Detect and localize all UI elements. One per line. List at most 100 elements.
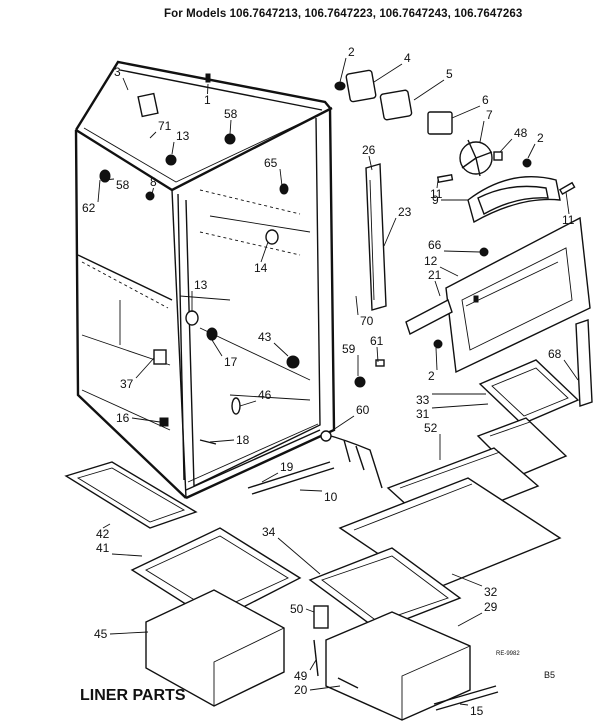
- callout-16: 16: [116, 411, 130, 425]
- callout-3: 3: [114, 65, 121, 79]
- callout-leader-16: [131, 417, 161, 423]
- callout-46: 46: [258, 388, 272, 402]
- callout-leader-4: [373, 63, 403, 83]
- callout-leader-37: [135, 357, 155, 379]
- drawers-and-pans: [64, 461, 499, 721]
- callout-8: 8: [150, 175, 157, 189]
- callout-leader-5: [413, 79, 445, 101]
- callout-leader-6: [451, 105, 481, 119]
- callout-71: 71: [158, 119, 172, 133]
- callout-leader-45: [109, 631, 149, 635]
- callout-leader-10: [299, 489, 323, 492]
- callout-66: 66: [428, 238, 442, 252]
- callout-42: 42: [96, 527, 110, 541]
- callout-leader-58: [103, 178, 115, 181]
- callout-leader-65: [279, 168, 283, 187]
- cabinet-liner: [74, 60, 336, 500]
- callout-leader-8: [151, 187, 154, 195]
- callout-2: 2: [348, 45, 355, 59]
- callout-60: 60: [356, 403, 370, 417]
- middle-parts: [247, 359, 580, 591]
- callout-23: 23: [398, 205, 412, 219]
- callout-leader-18: [209, 439, 235, 443]
- callout-13: 13: [176, 129, 190, 143]
- callout-leader-32: [451, 573, 483, 587]
- callout-leader-12: [439, 266, 459, 277]
- callout-2: 2: [428, 369, 435, 383]
- callout-59: 59: [342, 342, 356, 356]
- callout-43: 43: [258, 330, 272, 344]
- callout-34: 34: [262, 525, 276, 539]
- callout-leader-42: [102, 523, 111, 529]
- callout-18: 18: [236, 433, 250, 447]
- callout-leader-31: [431, 403, 489, 409]
- callout-leader-14: [260, 241, 269, 263]
- models-header: For Models 106.7647213, 106.7647223, 106…: [164, 8, 523, 20]
- callout-50: 50: [290, 602, 304, 616]
- callout-leader-19: [261, 472, 279, 483]
- callout-45: 45: [94, 627, 108, 641]
- callout-52: 52: [424, 421, 438, 435]
- callout-1: 1: [204, 93, 211, 107]
- callout-58: 58: [116, 178, 130, 192]
- callout-15: 15: [470, 704, 484, 718]
- callout-2: 2: [537, 131, 544, 145]
- callout-leader-7: [479, 120, 485, 143]
- callout-leader-21: [434, 280, 441, 297]
- callout-leader-61: [376, 346, 379, 363]
- callout-17: 17: [224, 355, 238, 369]
- callout-leader-49: [309, 659, 317, 671]
- callout-48: 48: [514, 126, 528, 140]
- callout-13: 13: [194, 278, 208, 292]
- callout-leader-17: [211, 339, 223, 357]
- diagram-title: LINER PARTS: [80, 687, 186, 704]
- callout-37: 37: [120, 377, 134, 391]
- callout-leader-15: [459, 703, 469, 706]
- callout-58: 58: [224, 107, 238, 121]
- callout-leader-66: [443, 250, 481, 253]
- callout-leader-48: [499, 138, 513, 153]
- callout-20: 20: [294, 683, 308, 697]
- callout-leader-1: [207, 83, 209, 95]
- callout-65: 65: [264, 156, 278, 170]
- callout-33: 33: [416, 393, 430, 407]
- callout-11: 11: [430, 187, 443, 201]
- callout-49: 49: [294, 669, 308, 683]
- callout-leader-20: [309, 685, 341, 691]
- callout-11: 11: [562, 213, 575, 227]
- fan-and-light-parts: [334, 69, 593, 407]
- callout-leader-2: [527, 143, 536, 159]
- callout-leader-29: [457, 612, 483, 627]
- callout-26: 26: [362, 143, 376, 157]
- callout-leader-41: [111, 553, 143, 557]
- callout-leader-13: [171, 141, 175, 155]
- callout-leader-70: [355, 295, 359, 316]
- page-code: B5: [544, 670, 556, 680]
- callout-leader-46: [239, 400, 257, 407]
- callout-19: 19: [280, 460, 294, 474]
- callout-leader-62: [97, 179, 101, 203]
- callout-leader-23: [383, 217, 397, 247]
- callout-61: 61: [370, 334, 384, 348]
- callout-leader-26: [368, 155, 373, 171]
- callout-62: 62: [82, 201, 96, 215]
- callout-7: 7: [486, 108, 493, 122]
- callout-leader-3: [122, 77, 129, 91]
- callout-leader-71: [149, 131, 157, 139]
- callout-4: 4: [404, 51, 411, 65]
- callout-29: 29: [484, 600, 498, 614]
- callout-leader-11: [565, 191, 570, 215]
- callout-6: 6: [482, 93, 489, 107]
- callout-21: 21: [428, 268, 442, 282]
- callout-14: 14: [254, 261, 268, 275]
- callout-41: 41: [96, 541, 110, 555]
- callout-leader-34: [277, 537, 321, 575]
- reference-code: RE-9982: [496, 651, 520, 657]
- callout-68: 68: [548, 347, 562, 361]
- callout-leader-2: [435, 347, 438, 371]
- callout-12: 12: [424, 254, 438, 268]
- callout-leader-58: [229, 119, 232, 135]
